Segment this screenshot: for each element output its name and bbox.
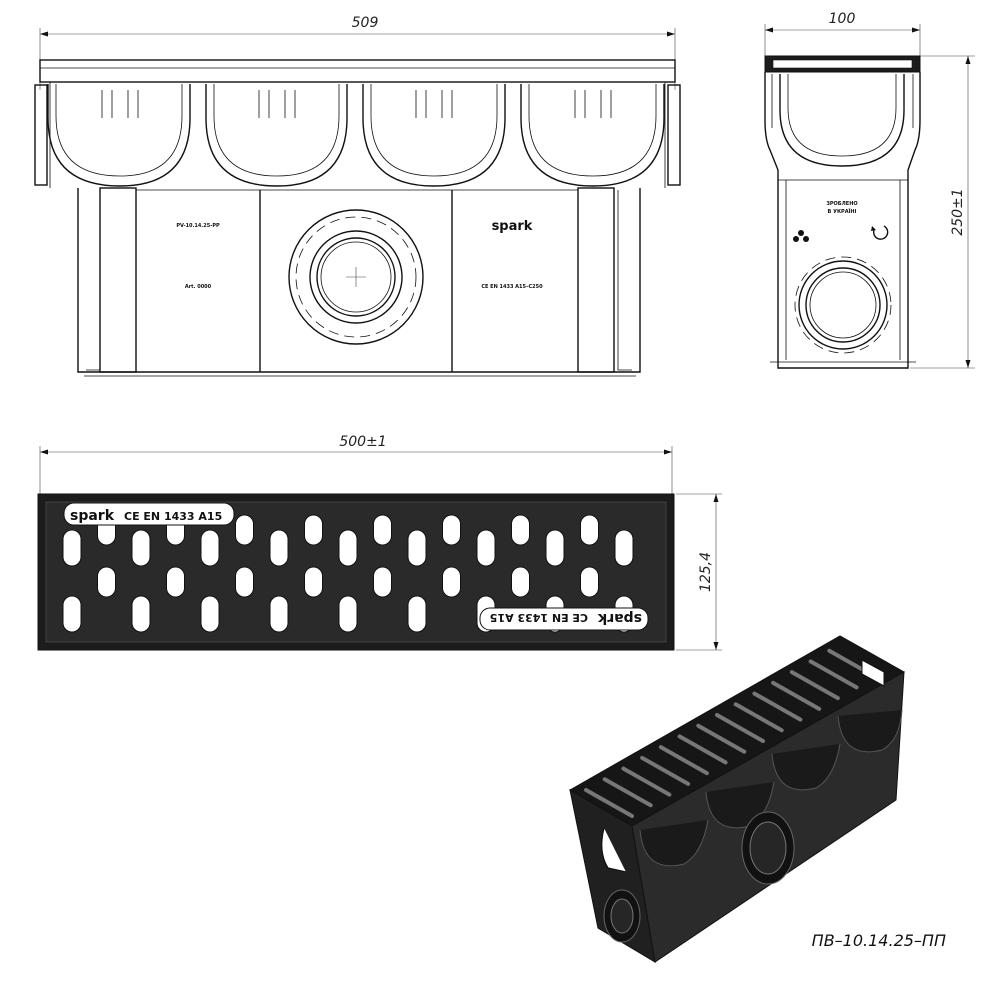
top-view: 500±1 125,4 spark CE EN 1433 A15 spark C… (37, 434, 722, 651)
front-art-mark: Art. 0000 (185, 284, 212, 290)
iso-grate-slot (658, 745, 709, 776)
isometric-view (568, 635, 906, 963)
grate-slot (97, 566, 116, 598)
grate-slot (407, 595, 427, 633)
side-made-in-line2: В УКРАЇНІ (828, 208, 857, 215)
grate-slot (131, 529, 151, 567)
grate-slot (166, 566, 185, 598)
grate-slot (62, 595, 82, 633)
iso-grate-slot (808, 659, 859, 690)
front-view: 509 (34, 15, 681, 377)
rotate-icon (871, 225, 889, 240)
grate-standard: CE EN 1433 A15 (124, 510, 222, 523)
grate-slots (62, 514, 634, 633)
top-width-label: 125,4 (698, 552, 714, 592)
side-made-in-line1: ЗРОБЛЕНО (826, 201, 857, 207)
side-height-label: 250±1 (950, 188, 966, 235)
front-length-dimension: 509 (39, 15, 676, 90)
iso-grate-slot (715, 713, 765, 743)
grate-slot (269, 595, 289, 633)
grate-slot (373, 514, 392, 546)
iso-grate-slot (733, 702, 784, 733)
grate-slot (62, 529, 82, 567)
grate-slot (511, 566, 530, 598)
top-width-dimension: 125,4 (676, 493, 722, 651)
grate-slot (442, 514, 461, 546)
grate-slot (200, 595, 220, 633)
grate-slot (580, 514, 599, 546)
grate-slot (580, 566, 599, 598)
iso-grate-slot (677, 734, 728, 765)
side-width-dimension: 100 (764, 11, 921, 58)
grate-slot (614, 529, 634, 567)
iso-grate-slot (696, 723, 747, 754)
grate-slot (235, 514, 254, 546)
grate-slot (131, 595, 151, 633)
front-outlet (288, 209, 424, 345)
grate-slot (545, 529, 565, 567)
grate-slot (373, 566, 392, 598)
grate-slot (407, 529, 427, 567)
iso-grate-slot (789, 670, 840, 701)
front-code-mark: PV-10.14.25-PP (176, 223, 220, 229)
front-pockets (47, 84, 665, 187)
iso-grate-slot (621, 766, 672, 797)
iso-grate-slot (584, 788, 634, 818)
side-outlet (794, 256, 892, 354)
grate-slot (511, 514, 530, 546)
iso-grate-slot (602, 777, 653, 808)
grate-slot (304, 514, 323, 546)
iso-grate-slot (771, 680, 822, 711)
grate-slot (476, 529, 496, 567)
iso-grate-slot (640, 755, 691, 786)
grate-slot (200, 529, 220, 567)
grate-slot (235, 566, 254, 598)
grate-brand-reversed: spark (597, 610, 642, 626)
grate-slot (338, 529, 358, 567)
side-height-dimension: 250±1 (910, 55, 975, 369)
model-code: ПВ–10.14.25–ПП (812, 931, 946, 950)
grate-slot (269, 529, 289, 567)
grate-brand: spark (70, 508, 115, 524)
iso-grate-pattern (584, 648, 878, 818)
front-length-label: 509 (352, 15, 379, 31)
top-length-label: 500±1 (339, 434, 386, 450)
front-ce-mark: CE EN 1433 A15–C250 (481, 284, 543, 290)
side-view: 100 250±1 ЗРОБЛЕНО В УКРАЇНІ (764, 11, 975, 369)
grate-standard-reversed: CE EN 1433 A15 (490, 611, 588, 624)
top-length-dimension: 500±1 (39, 434, 673, 496)
grate-slot (338, 595, 358, 633)
side-width-label: 100 (829, 11, 856, 27)
grate-slot (304, 566, 323, 598)
grate-slot (442, 566, 461, 598)
iso-grate-slot (752, 691, 803, 722)
recycle-icon (793, 230, 809, 242)
front-brand-mark: spark (492, 219, 533, 234)
